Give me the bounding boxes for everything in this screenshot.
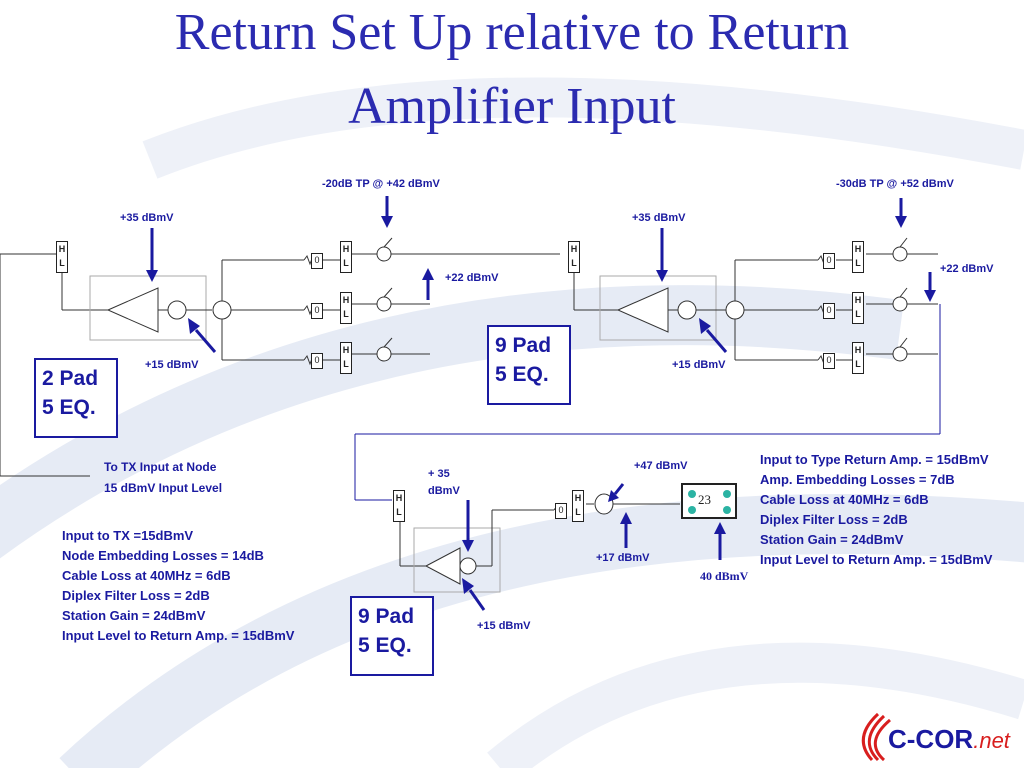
pad-eq-box-1: 2 Pad 5 EQ. bbox=[34, 358, 118, 438]
tp-label-1: -20dB TP @ +42 dBmV bbox=[322, 178, 440, 190]
notes-right-item: Diplex Filter Loss = 2dB bbox=[760, 512, 908, 527]
ccor-logo[interactable]: C-COR.net bbox=[888, 724, 1010, 755]
amp1-output-label: +15 dBmV bbox=[145, 359, 199, 371]
pad-3: 0 bbox=[311, 353, 323, 369]
amp2-input-label: +35 dBmV bbox=[632, 212, 686, 224]
notes-right: Input to Type Return Amp. = 15dBmV Amp. … bbox=[760, 450, 992, 570]
pad-eq-box-2: 9 Pad 5 EQ. bbox=[487, 325, 571, 405]
pad-eq-box-3-line1: 9 Pad bbox=[358, 605, 415, 628]
tx-input-label-line2: 15 dBmV Input Level bbox=[104, 481, 223, 495]
logo-suffix-text: .net bbox=[973, 728, 1010, 753]
notes-right-item: Station Gain = 24dBmV bbox=[760, 532, 904, 547]
pad-7: 0 bbox=[555, 503, 567, 519]
page-title-line-2: Amplifier Input bbox=[348, 78, 676, 135]
notes-right-item: Amp. Embedding Losses = 7dB bbox=[760, 472, 955, 487]
notes-left-item: Input to TX =15dBmV bbox=[62, 528, 194, 543]
notes-left-item: Cable Loss at 40MHz = 6dB bbox=[62, 568, 231, 583]
amp3-input-label-line1: + 35 bbox=[428, 468, 450, 480]
amp1-input-label: +35 dBmV bbox=[120, 212, 174, 224]
pad-1: 0 bbox=[311, 253, 323, 269]
notes-right-item: Input Level to Return Amp. = 15dBmV bbox=[760, 552, 993, 567]
notes-right-item: Cable Loss at 40MHz = 6dB bbox=[760, 492, 929, 507]
amp3-output-label: +15 dBmV bbox=[477, 620, 531, 632]
node-number: 23 bbox=[698, 492, 711, 507]
page-title-line-1: Return Set Up relative to Return bbox=[174, 4, 850, 61]
ccor-logo-swoosh-icon bbox=[861, 712, 891, 762]
pad-eq-box-2-line2: 5 EQ. bbox=[495, 363, 549, 386]
pad-eq-box-3-line2: 5 EQ. bbox=[358, 634, 412, 657]
notes-left-item: Diplex Filter Loss = 2dB bbox=[62, 588, 210, 603]
notes-left-item: Station Gain = 24dBmV bbox=[62, 608, 206, 623]
node-level-label: 40 dBmV bbox=[700, 569, 749, 583]
tap1-output-label: +22 dBmV bbox=[445, 272, 499, 284]
pad-5: 0 bbox=[823, 303, 835, 319]
amp2-output-label: +15 dBmV bbox=[672, 359, 726, 371]
pad-eq-box-1-line2: 5 EQ. bbox=[42, 396, 96, 419]
pad-2: 0 bbox=[311, 303, 323, 319]
pad-eq-box-2-line1: 9 Pad bbox=[495, 334, 552, 357]
node-tap-output-label: +17 dBmV bbox=[596, 552, 650, 564]
tp-label-2: -30dB TP @ +52 dBmV bbox=[836, 178, 954, 190]
node-tap-input-label: +47 dBmV bbox=[634, 460, 688, 472]
pad-eq-box-1-line1: 2 Pad bbox=[42, 367, 99, 390]
pad-eq-box-3: 9 Pad 5 EQ. bbox=[350, 596, 434, 676]
tx-input-label-line1: To TX Input at Node bbox=[104, 460, 217, 474]
notes-left-item: Node Embedding Losses = 14dB bbox=[62, 548, 264, 563]
notes-left-item: Input Level to Return Amp. = 15dBmV bbox=[62, 628, 295, 643]
amp3-input-label-line2: dBmV bbox=[428, 485, 460, 497]
notes-left: Input to TX =15dBmV Node Embedding Losse… bbox=[62, 526, 294, 646]
tap2-output-label: +22 dBmV bbox=[940, 263, 994, 275]
pad-6: 0 bbox=[823, 353, 835, 369]
pad-4: 0 bbox=[823, 253, 835, 269]
logo-main-text: C-COR bbox=[888, 724, 974, 754]
notes-right-item: Input to Type Return Amp. = 15dBmV bbox=[760, 452, 989, 467]
